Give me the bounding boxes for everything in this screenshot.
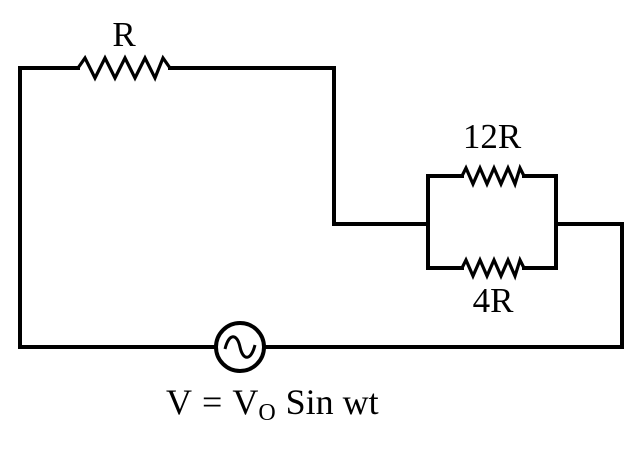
eq-expr: Sin wt	[286, 382, 379, 422]
ac-source-icon	[214, 321, 266, 373]
eq-v: V	[232, 382, 258, 422]
eq-lhs: V	[166, 382, 192, 422]
resistor-4r-label: 4R	[473, 281, 515, 320]
wire-top-right	[168, 66, 430, 226]
resistor-r	[76, 54, 172, 82]
wire-right-return	[262, 222, 624, 349]
eq-equals: =	[202, 382, 222, 422]
wire-left-top	[18, 66, 218, 349]
resistor-r-label: R	[112, 15, 136, 54]
resistor-4r	[460, 255, 526, 281]
resistor-12r-label: 12R	[463, 117, 522, 156]
resistor-12r	[460, 163, 526, 189]
eq-v-subscript: O	[258, 400, 275, 426]
